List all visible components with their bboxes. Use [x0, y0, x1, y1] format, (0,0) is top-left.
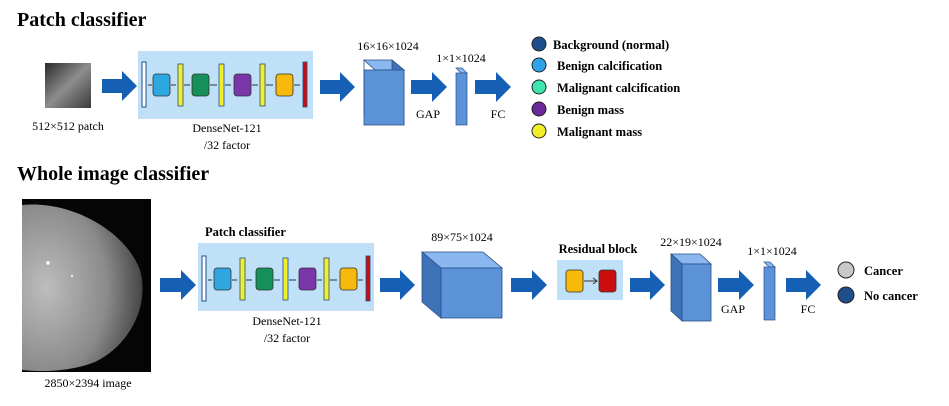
legend-dot: [531, 57, 547, 73]
mammogram-image: [22, 199, 151, 372]
legend-dot: [531, 36, 547, 52]
legend-label: Malignant calcification: [557, 81, 680, 95]
arrow-icon: [320, 72, 355, 102]
arrow-icon: [475, 72, 511, 102]
patch-legend: Background (normal) Benign calcification…: [531, 36, 680, 139]
whole-gap-label: GAP: [721, 302, 745, 316]
patch-fc-label: FC: [491, 107, 506, 121]
patch-densenet-label-1: DenseNet-121: [192, 121, 261, 135]
legend-dot: [837, 261, 855, 279]
whole-input-label: 2850×2394 image: [44, 376, 131, 390]
patch-title: Patch classifier: [17, 9, 147, 31]
whole-vector-bar: [763, 261, 776, 321]
legend-label: Malignant mass: [557, 125, 642, 139]
arrow-icon: [380, 270, 415, 300]
densenet-blocks: [141, 61, 308, 108]
patch-vector-label: 1×1×1024: [436, 51, 486, 65]
arrow-icon: [160, 270, 196, 300]
patch-feature-cube: [362, 59, 406, 126]
whole-feature1-label: 89×75×1024: [431, 230, 493, 244]
whole-densenet-label-1: DenseNet-121: [252, 314, 321, 328]
legend-dot: [837, 286, 855, 304]
whole-feature-cube-2: [669, 253, 713, 322]
patch-feature-label: 16×16×1024: [357, 39, 419, 53]
arrow-icon: [786, 270, 821, 300]
arrow-icon: [511, 270, 547, 300]
whole-densenet-label-2: /32 factor: [264, 331, 310, 345]
whole-legend: Cancer No cancer: [837, 261, 918, 304]
legend-dot: [531, 123, 547, 139]
whole-vector-label: 1×1×1024: [747, 244, 797, 258]
patch-gap-label: GAP: [416, 107, 440, 121]
patch-input-label: 512×512 patch: [32, 119, 104, 133]
whole-feature-cube-1: [420, 251, 504, 319]
whole-patch-panel-title: Patch classifier: [205, 225, 286, 239]
legend-label: Background (normal): [553, 38, 669, 52]
legend-dot: [531, 79, 547, 95]
whole-feature2-label: 22×19×1024: [660, 235, 722, 249]
legend-label: Cancer: [864, 264, 903, 278]
patch-image: [45, 63, 91, 108]
legend-dot: [531, 101, 547, 117]
arrow-icon: [102, 71, 137, 101]
residual-title: Residual block: [559, 242, 638, 256]
legend-label: Benign mass: [557, 103, 624, 117]
patch-vector-bar: [455, 67, 468, 126]
legend-label: Benign calcification: [557, 59, 662, 73]
arrow-icon: [630, 270, 665, 300]
patch-densenet-label-2: /32 factor: [204, 138, 250, 152]
whole-fc-label: FC: [801, 302, 816, 316]
arrow-icon: [411, 72, 447, 102]
whole-title: Whole image classifier: [17, 163, 209, 185]
legend-label: No cancer: [864, 289, 918, 303]
residual-blocks: [565, 269, 617, 293]
arrow-icon: [718, 270, 754, 300]
whole-densenet-blocks: [201, 255, 371, 302]
